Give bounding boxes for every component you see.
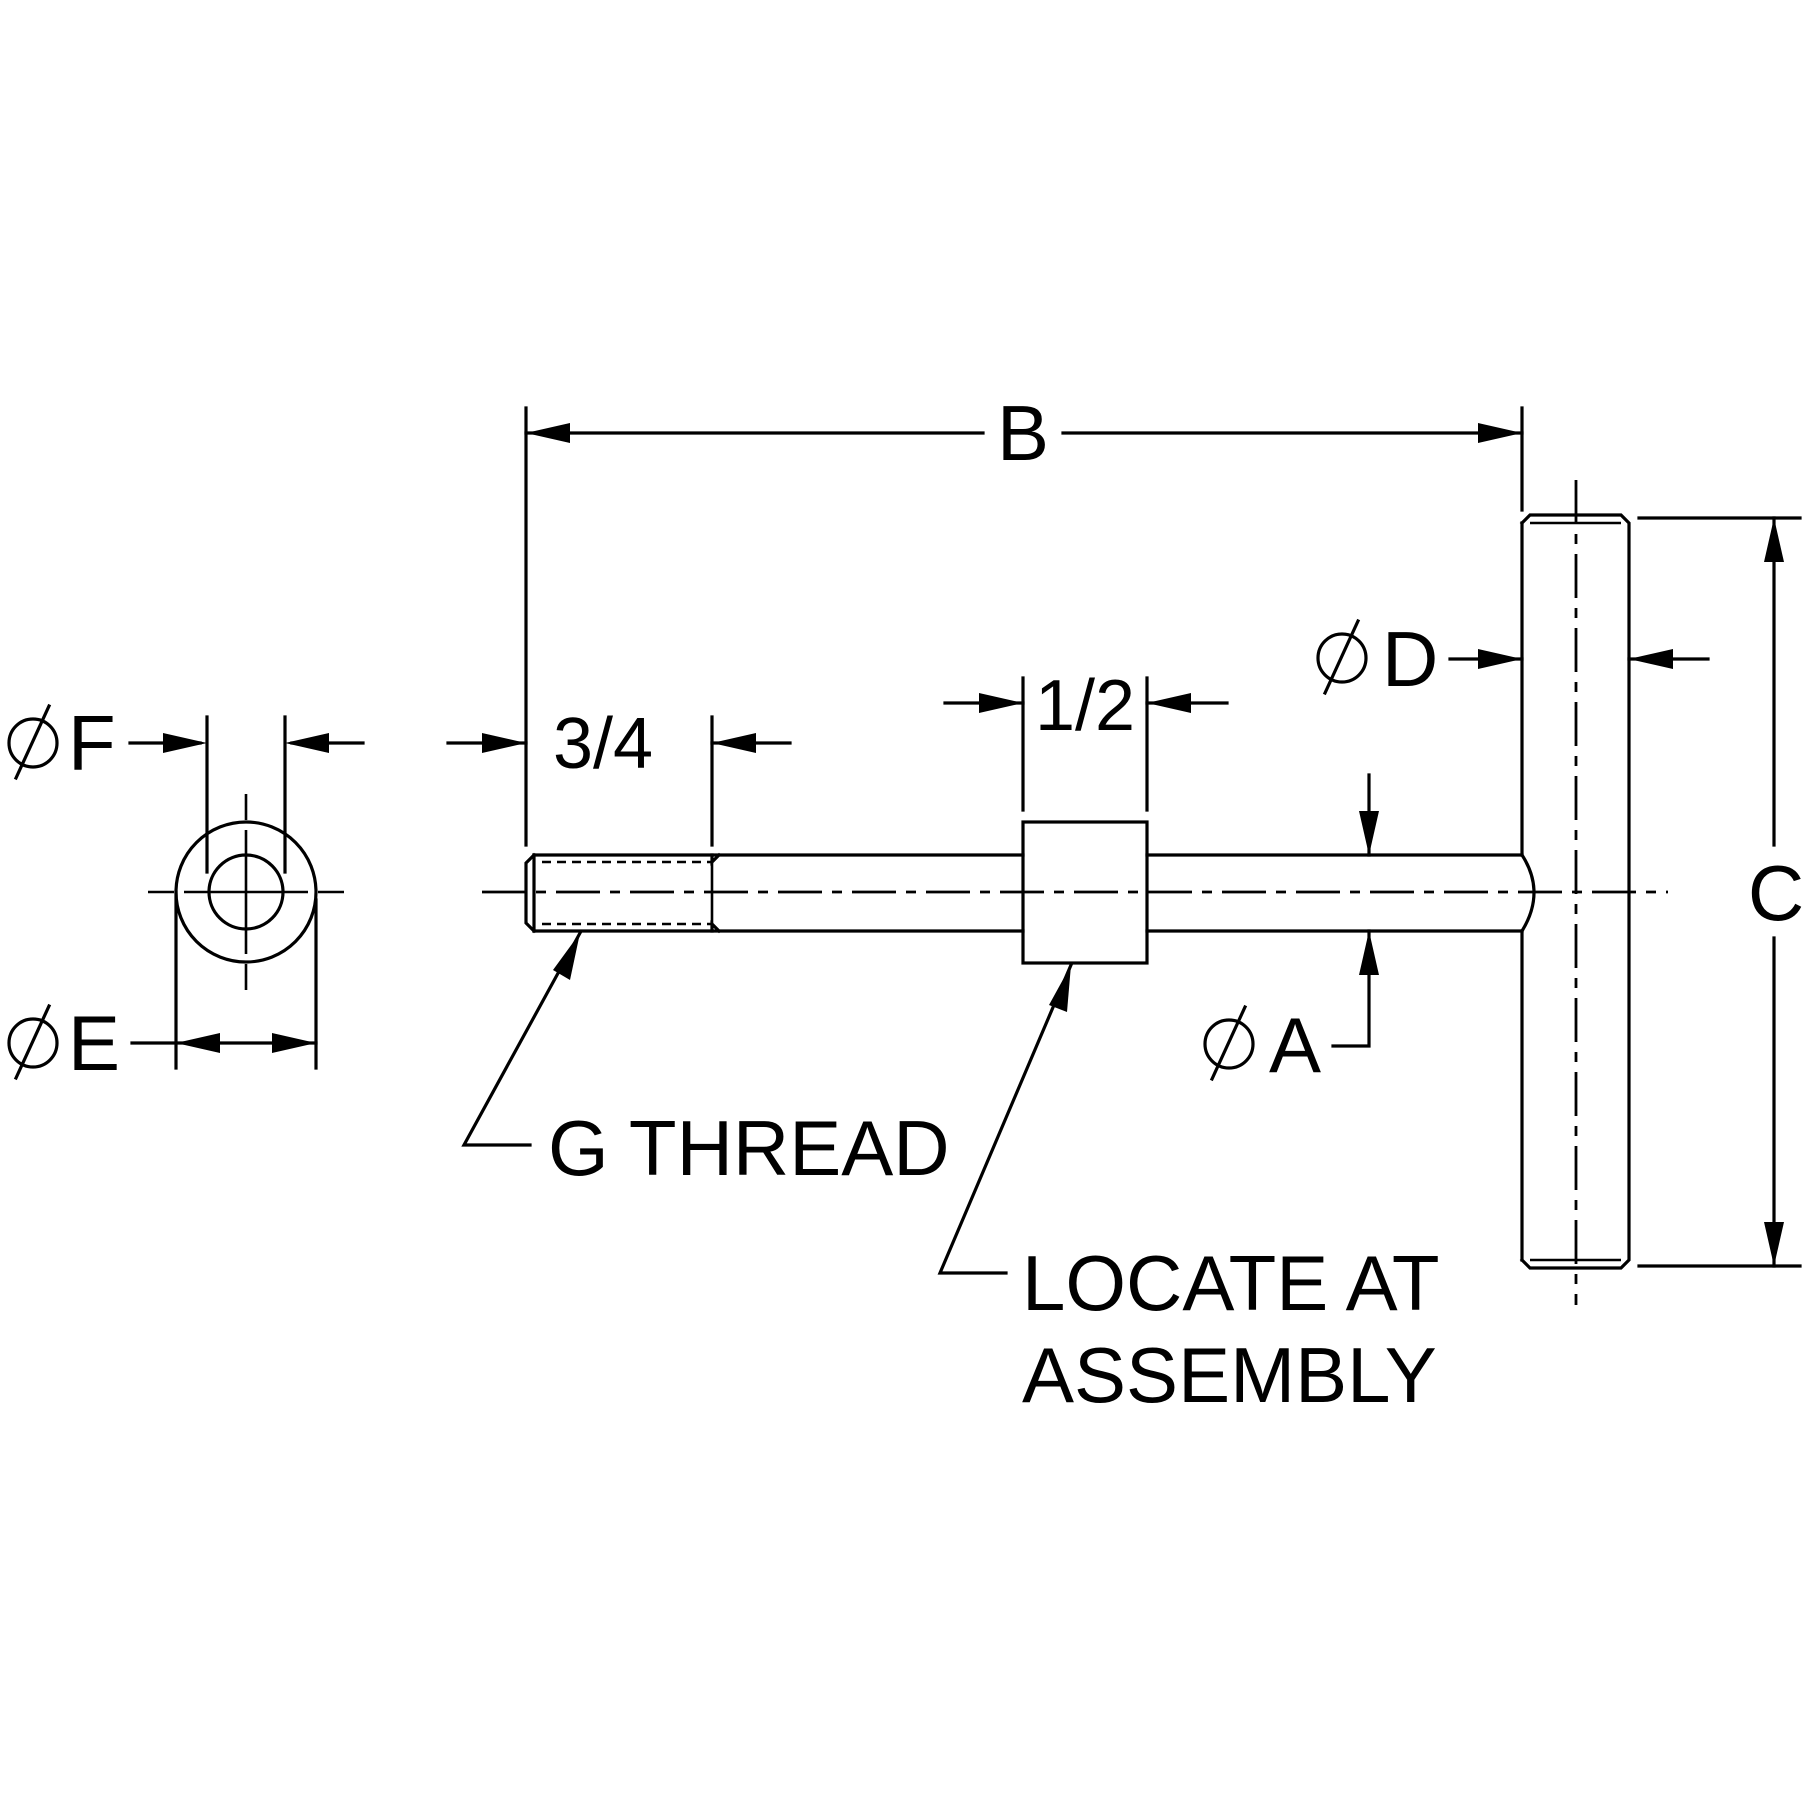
locate-note-arrow bbox=[1049, 965, 1071, 1012]
side-view: B C D A 3/4 bbox=[446, 389, 1803, 1419]
locate-note-leader bbox=[937, 962, 1074, 1275]
dim-e-arrow-left bbox=[176, 1033, 220, 1053]
thread-note-leader bbox=[461, 930, 583, 1147]
dim-f-arrow-left bbox=[163, 733, 207, 753]
diameter-symbol-icon bbox=[7, 1017, 59, 1069]
dim-a-label: A bbox=[1203, 1001, 1321, 1089]
locate-note-line1: LOCATE AT bbox=[1022, 1239, 1440, 1327]
dim-d-arrow-left bbox=[1478, 649, 1522, 669]
dim-a-arrow-top bbox=[1359, 811, 1379, 855]
shaft-weld-end bbox=[1519, 852, 1536, 934]
dim-collar-arrow-left bbox=[979, 693, 1023, 713]
dim-c-arrow-top bbox=[1764, 518, 1784, 562]
dim-thread-length-text: 3/4 bbox=[553, 704, 653, 784]
dim-d-text: D bbox=[1382, 615, 1438, 703]
handle-bar bbox=[1519, 513, 1631, 1270]
shaft-thread-end bbox=[524, 852, 537, 934]
dim-a-arrow-bottom bbox=[1359, 931, 1379, 975]
collar bbox=[1021, 820, 1149, 965]
dim-a-text: A bbox=[1269, 1001, 1321, 1089]
dim-b-text: B bbox=[997, 389, 1049, 477]
thread-note-arrow bbox=[553, 933, 580, 980]
dim-b-arrow-right bbox=[1478, 423, 1522, 443]
dim-e-label: E bbox=[7, 999, 120, 1087]
dim-collar-width-text: 1/2 bbox=[1035, 666, 1135, 746]
dim-b-arrow-left bbox=[526, 423, 570, 443]
dim-f-label: F bbox=[7, 699, 116, 787]
dim-e-text: E bbox=[68, 999, 120, 1087]
dim-c-arrow-bottom bbox=[1764, 1222, 1784, 1266]
dim-f-arrow-right bbox=[285, 733, 329, 753]
diameter-symbol-icon bbox=[1203, 1018, 1255, 1070]
dim-c-text: C bbox=[1748, 849, 1803, 937]
dim-collar-arrow-right bbox=[1147, 693, 1191, 713]
dim-e-arrow-right bbox=[272, 1033, 316, 1053]
diameter-symbol-icon bbox=[1316, 632, 1368, 684]
dim-thread-arrow-right bbox=[712, 733, 756, 753]
dim-thread-arrow-left bbox=[482, 733, 526, 753]
locate-note-line2: ASSEMBLY bbox=[1022, 1331, 1437, 1419]
dim-f-text: F bbox=[68, 699, 116, 787]
diameter-symbol-icon bbox=[7, 717, 59, 769]
dim-d-label: D bbox=[1316, 615, 1438, 703]
end-view: F E bbox=[7, 699, 365, 1087]
dim-d-arrow-right bbox=[1629, 649, 1673, 669]
thread-note-text: G THREAD bbox=[548, 1104, 950, 1192]
